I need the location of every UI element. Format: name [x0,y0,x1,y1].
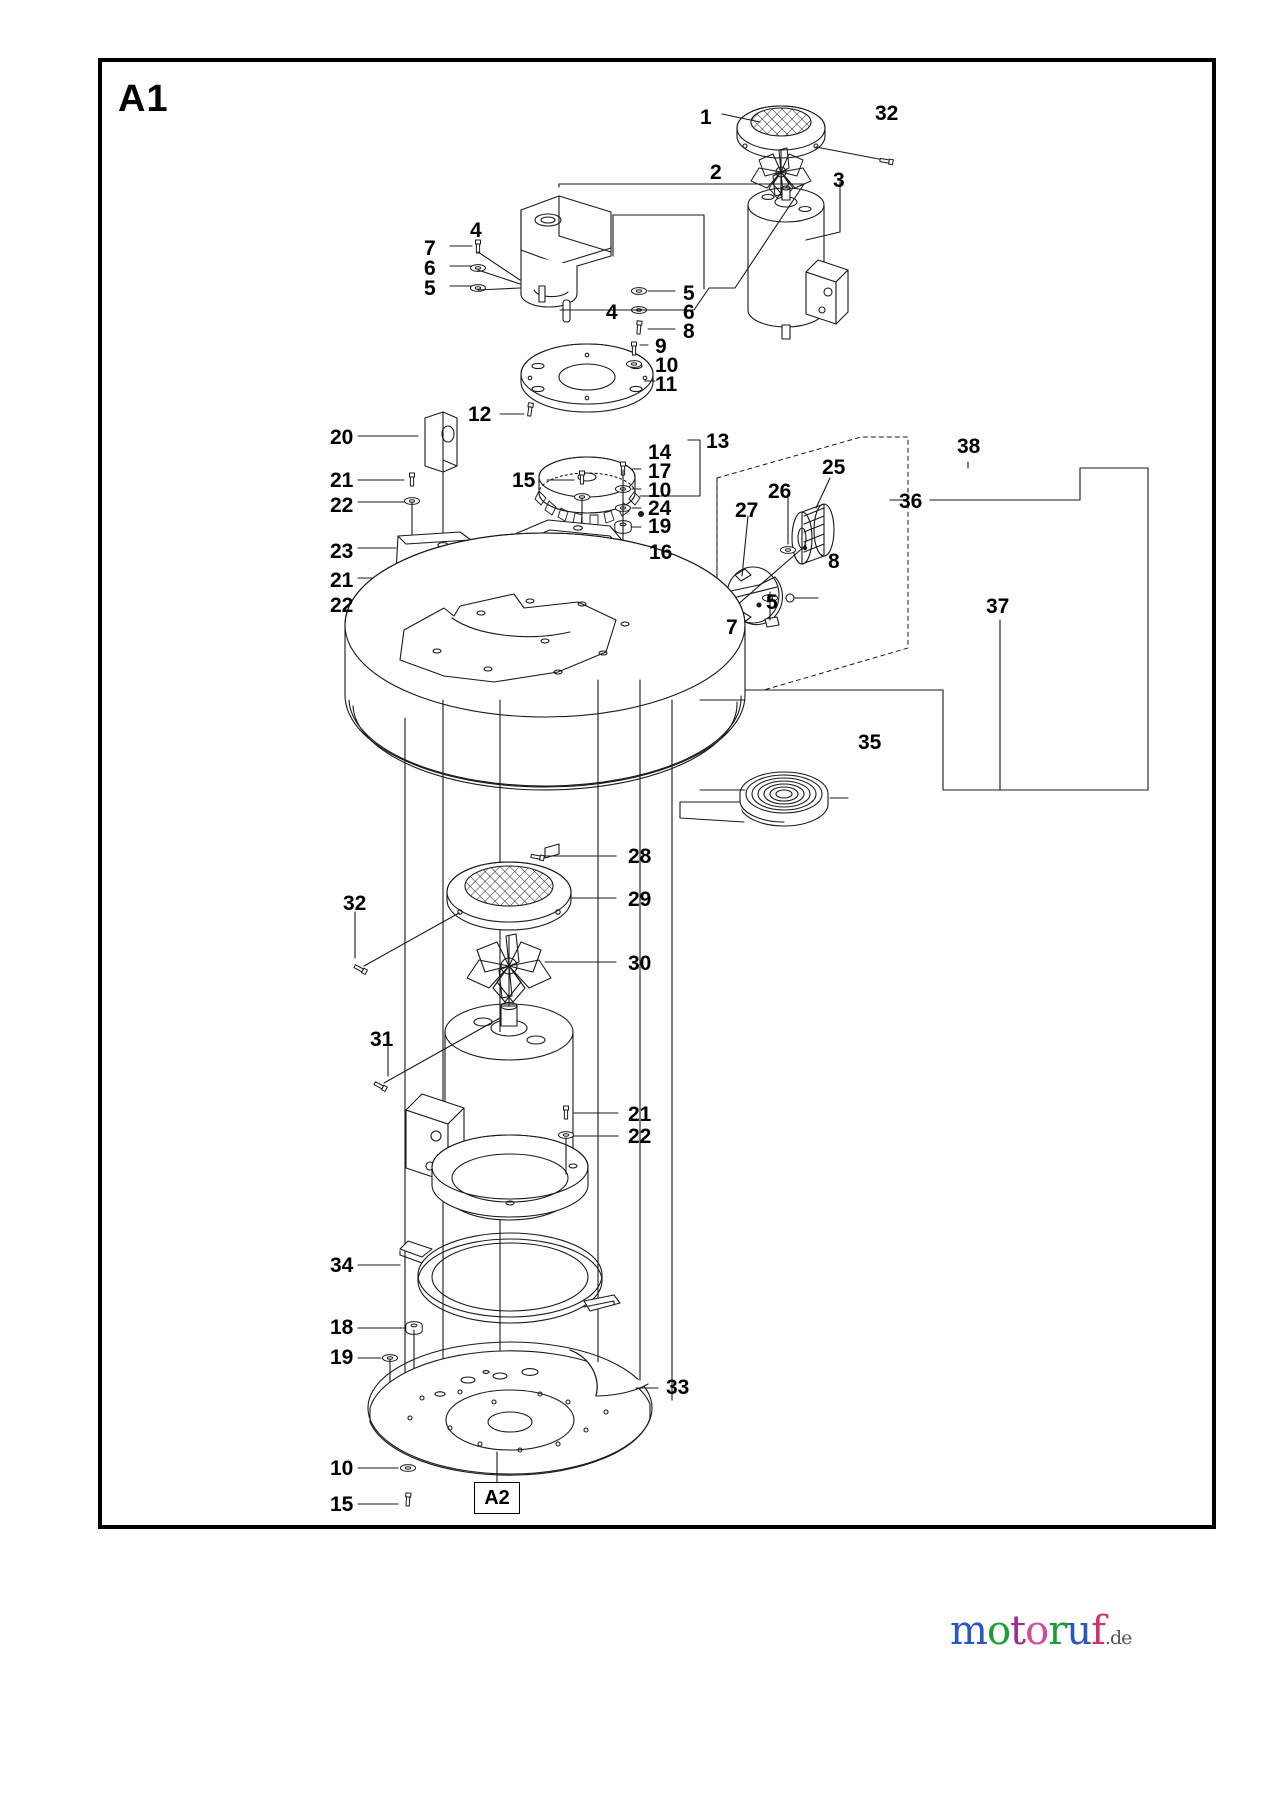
callout-number: 9 [655,335,667,358]
callout-number: 36 [899,490,923,513]
callout-number: 19 [330,1346,354,1369]
callout-number: 15 [330,1493,354,1516]
callout-number: 23 [330,540,354,563]
callout-number: 14 [648,441,672,464]
callout-number: 33 [666,1376,690,1399]
callout-number: 10 [648,479,672,502]
callout-number: 21 [330,569,354,592]
callout-number: 16 [649,541,673,564]
callout-number: 34 [330,1254,354,1277]
sheet-code-label: A1 [118,78,169,120]
callout-number: 25 [822,456,846,479]
callout-number: 8 [828,550,840,573]
callout-number: 4 [470,219,482,242]
callout-number: 24 [648,497,672,520]
callout-number: 27 [735,499,759,522]
callout-number: 3 [833,169,845,192]
callout-number: 32 [875,102,899,125]
callout-number: 7 [424,237,436,260]
callout-number: 38 [957,435,981,458]
callout-number: 22 [628,1125,652,1148]
callout-number: 28 [628,845,652,868]
callout-number: 18 [330,1316,354,1339]
callout-number: 11 [655,373,678,396]
sub-assembly-reference-a2[interactable]: A2 [474,1482,520,1514]
site-watermark: motoruf.de [950,1608,1132,1654]
callout-number: 4 [606,301,618,324]
callout-number: 30 [628,952,652,975]
callout-number: 5 [683,282,695,305]
callout-number: 1 [700,106,712,129]
callout-number: 35 [858,731,882,754]
callout-number: 20 [330,426,354,449]
callout-number: 21 [628,1103,652,1126]
callout-number: 6 [424,257,436,280]
diagram-frame [98,58,1216,1529]
callout-number: 32 [343,892,367,915]
callout-number: 10 [655,354,679,377]
callout-number: 37 [986,595,1010,618]
callout-number: 7 [726,616,738,639]
callout-number: 13 [706,430,730,453]
callout-number: 17 [648,460,672,483]
callout-number: 5 [766,591,778,614]
callout-number: 26 [768,480,792,503]
callout-number: 10 [330,1457,354,1480]
callout-number: 6 [683,301,695,324]
callout-number: 5 [424,277,436,300]
callout-number: 31 [370,1028,394,1051]
callout-number: 22 [330,594,354,617]
callout-number: 29 [628,888,652,911]
callout-number: 15 [512,469,536,492]
callout-number: 22 [330,494,354,517]
callout-number: 21 [330,469,354,492]
callout-number: 2 [710,161,722,184]
callout-number: 12 [468,403,492,426]
callout-number: 19 [648,515,672,538]
callout-number: 8 [683,320,695,343]
